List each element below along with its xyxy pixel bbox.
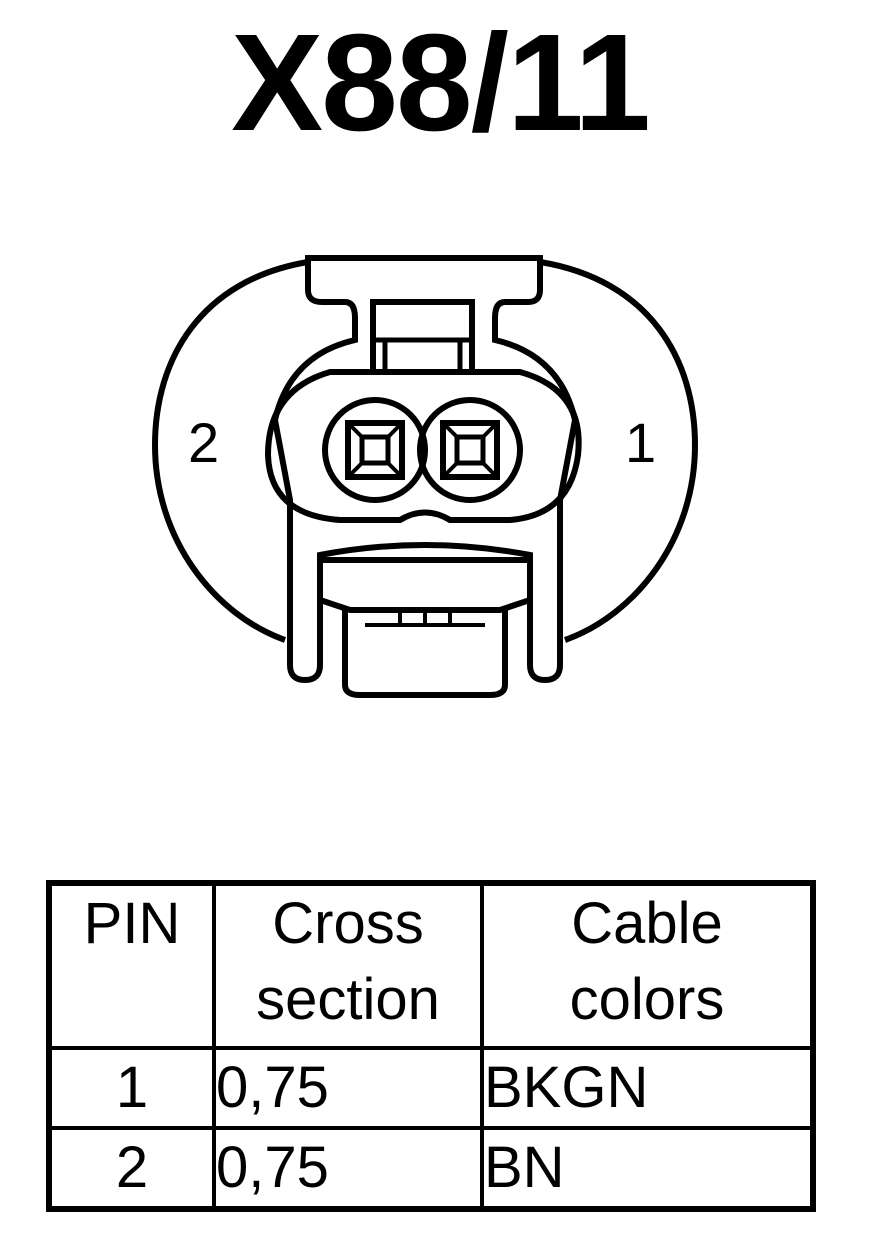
row-1-cross-section: 0,75 — [212, 1046, 484, 1130]
row-2-cross-section: 0,75 — [212, 1126, 484, 1211]
table-row: 2 0,75 BN — [47, 1126, 815, 1211]
header-pin: PIN — [47, 881, 216, 1050]
bottom-tab-outline — [342, 610, 508, 698]
pin-label-left: 2 — [188, 411, 219, 474]
connector-title: X88/11 — [231, 6, 651, 160]
row-1-pin: 1 — [47, 1046, 216, 1130]
header-color-line2: colors — [569, 967, 725, 1032]
pin-1-cavity — [417, 397, 523, 503]
table-row: 1 0,75 BKGN — [47, 1046, 815, 1130]
latch-bar — [370, 299, 475, 375]
header-cable-colors: Cable colors — [480, 881, 815, 1050]
row-2-color: BN — [480, 1126, 815, 1211]
lower-key-outline — [317, 542, 533, 613]
table-header-row: PIN Cross section Cable colors — [47, 881, 815, 1050]
pin-1-terminal — [440, 420, 500, 480]
pin-body-outline — [264, 369, 582, 523]
pin-2-terminal — [345, 420, 405, 480]
header-cross-section: Cross section — [212, 881, 484, 1050]
row-2-pin: 2 — [47, 1126, 216, 1211]
pin-2-cavity — [322, 397, 428, 503]
header-cross-line1: Cross — [272, 891, 424, 956]
header-cross-line2: section — [256, 967, 440, 1032]
row-1-color: BKGN — [480, 1046, 815, 1130]
pin-label-right: 1 — [625, 411, 656, 474]
header-color-line1: Cable — [571, 891, 723, 956]
connector-diagram: 2 1 — [151, 255, 699, 698]
connector-housing-outline — [151, 259, 699, 643]
pin-assignment-table: PIN Cross section Cable colors 1 0,75 BK… — [46, 880, 816, 1212]
